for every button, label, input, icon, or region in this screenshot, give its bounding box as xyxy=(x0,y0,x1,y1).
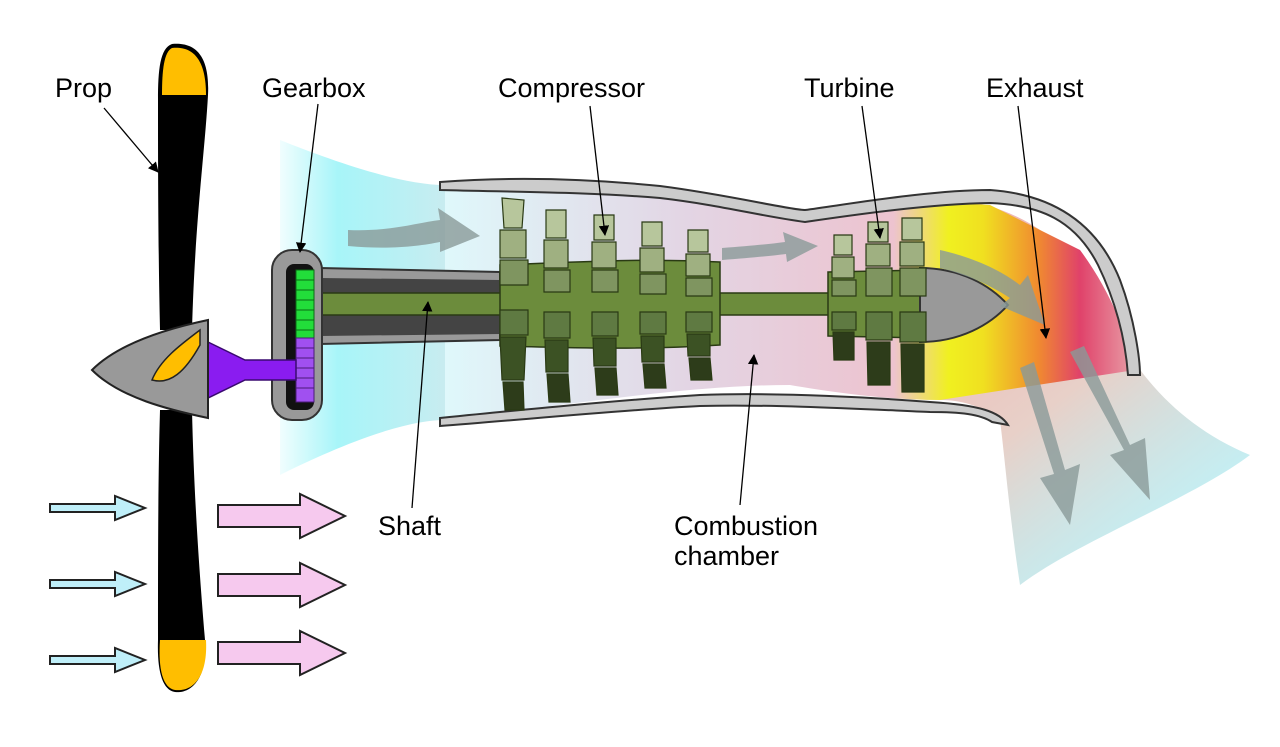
exhaust-flow-arrow-2 xyxy=(1020,362,1080,525)
outer-casing-top xyxy=(439,178,1142,376)
compressor-stage-4 xyxy=(639,221,667,389)
label-prop: Prop xyxy=(55,73,112,103)
turbine-stage-1 xyxy=(831,234,857,361)
compressor-stage-2 xyxy=(543,209,571,403)
label-exhaust: Exhaust xyxy=(986,73,1084,103)
prop-blade-top xyxy=(158,43,209,331)
leader-lines xyxy=(103,103,1051,509)
turbine-stage-2 xyxy=(865,221,893,386)
propeller xyxy=(90,43,209,693)
compressor-stage-3 xyxy=(591,214,619,396)
label-shaft: Shaft xyxy=(378,511,442,541)
label-combustion: Combustion xyxy=(674,511,818,541)
label-compressor: Compressor xyxy=(498,73,645,103)
outlet-arrow-3 xyxy=(217,629,348,677)
gearbox xyxy=(271,249,323,421)
airflow-arrows xyxy=(49,492,348,677)
outlet-arrow-2 xyxy=(217,561,348,609)
turbine-blades xyxy=(831,217,927,393)
intake-flow-arrow xyxy=(348,208,480,252)
prop-blade-bottom xyxy=(157,410,206,693)
inlet-arrow-1 xyxy=(49,494,148,522)
turbine-stage-3 xyxy=(899,217,927,393)
inlet-arrow-3 xyxy=(49,646,148,674)
compressor-stage-5 xyxy=(685,229,713,381)
prop-tip-bottom xyxy=(159,640,207,691)
flow-arrows xyxy=(348,208,1150,525)
label-turbine: Turbine xyxy=(804,73,895,103)
combustor-flow-arrow xyxy=(722,232,818,262)
inlet-arrow-2 xyxy=(49,570,148,598)
compressor-stage-1 xyxy=(499,197,529,411)
compressor-blades xyxy=(499,197,713,411)
spinner-blade-root xyxy=(150,328,201,382)
prop-tip-top xyxy=(162,47,206,95)
outlet-arrow-1 xyxy=(217,492,348,540)
label-chamber: chamber xyxy=(674,541,779,571)
exhaust-flow-arrow-1 xyxy=(940,250,1045,325)
label-gearbox: Gearbox xyxy=(262,73,366,103)
exhaust-flow-arrow-3 xyxy=(1070,346,1150,500)
outer-casing-bottom xyxy=(439,393,1011,428)
spinner xyxy=(90,318,209,420)
